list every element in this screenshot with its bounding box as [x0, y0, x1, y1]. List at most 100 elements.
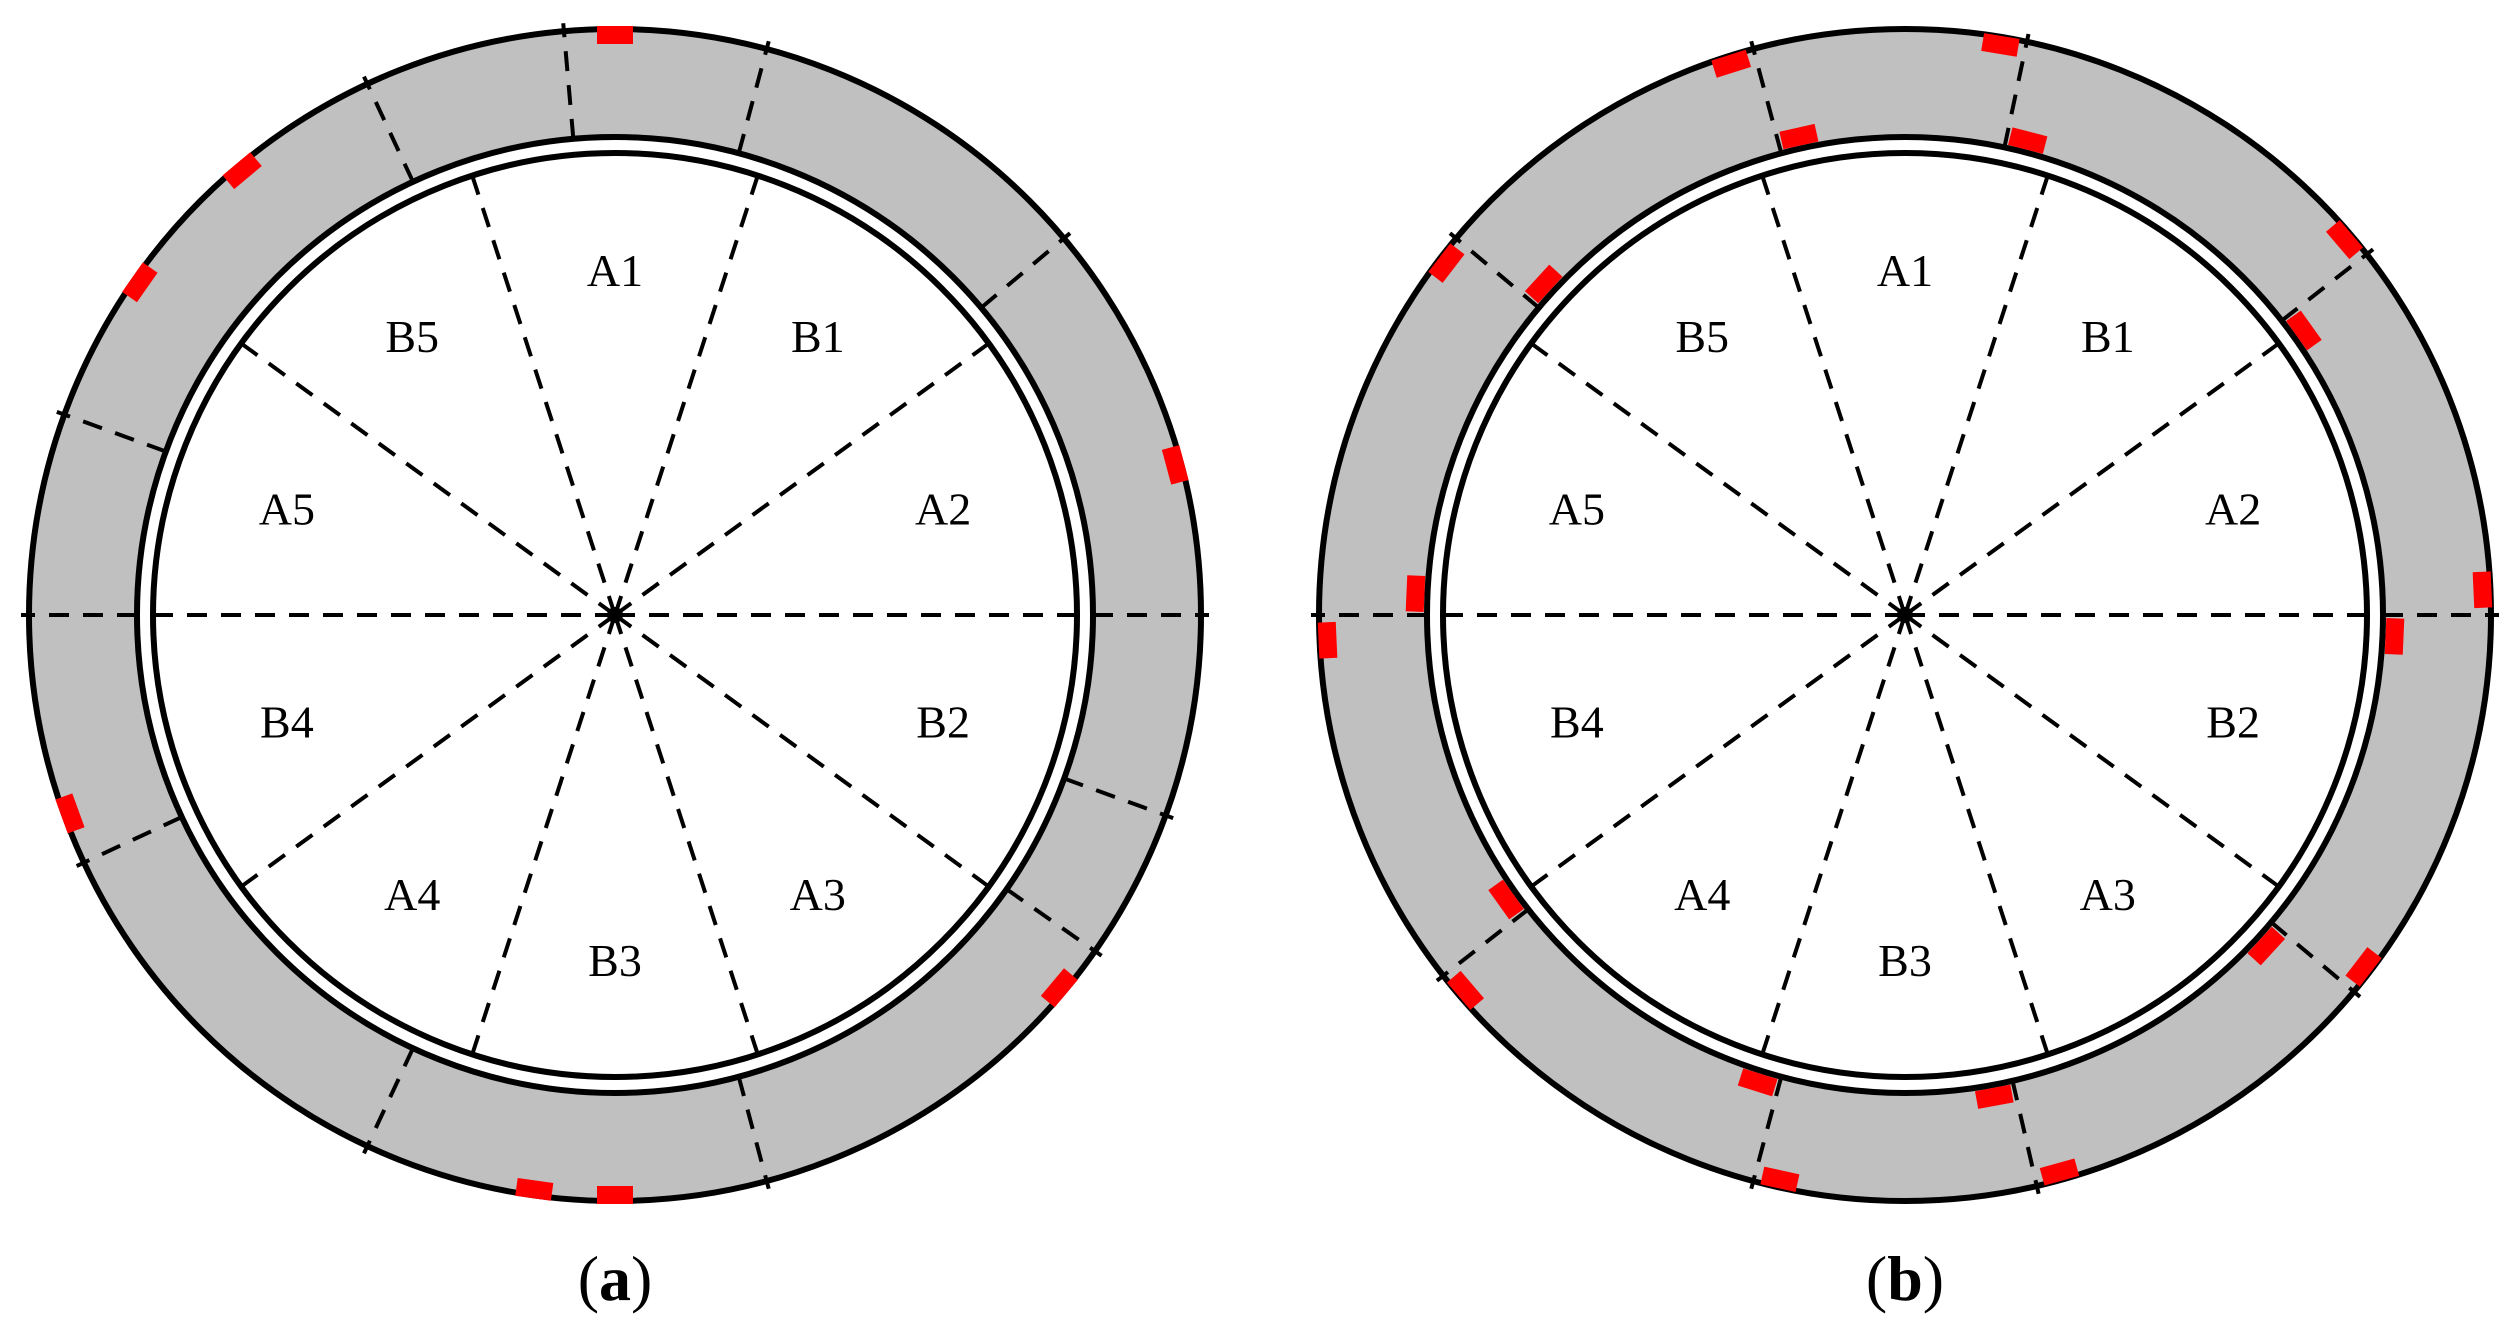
sector-divider-line — [613, 341, 990, 617]
red-marker — [1161, 445, 1189, 485]
sector-divider-line — [613, 614, 760, 1056]
segment-joint-line — [2280, 247, 2375, 323]
red-marker — [1040, 968, 1078, 1008]
sector-label-b1: B1 — [791, 311, 845, 362]
sector-label-a1: A1 — [587, 245, 643, 296]
caption-a: (a) — [578, 1243, 653, 1314]
red-marker — [1779, 123, 1819, 150]
sector-label-b4: B4 — [260, 697, 314, 748]
red-marker — [2384, 617, 2405, 655]
red-marker — [1524, 264, 1563, 304]
red-marker — [2039, 1158, 2080, 1186]
caption-open-paren-b: ( — [1866, 1243, 1887, 1314]
sector-divider-line — [1903, 174, 2050, 616]
sector-label-a3: A3 — [790, 869, 846, 920]
sector-label-a2: A2 — [2205, 483, 2261, 534]
center-point-a — [607, 607, 623, 623]
segment-joint-line — [1063, 776, 1174, 821]
red-marker — [515, 1177, 554, 1201]
red-marker — [1446, 970, 1485, 1010]
sector-divider-line — [1903, 341, 2280, 617]
sector-label-a4: A4 — [1674, 869, 1730, 920]
red-marker — [2008, 127, 2048, 154]
sector-divider-line — [613, 613, 990, 889]
sector-label-b5: B5 — [1675, 311, 1729, 362]
segment-joint-line — [1448, 231, 1541, 310]
red-marker — [2286, 310, 2322, 351]
sector-divider-line — [1903, 614, 2050, 1056]
sector-divider-line — [240, 341, 617, 617]
red-marker — [1428, 243, 1465, 283]
sector-label-a5: A5 — [1549, 483, 1605, 534]
caption-letter-b: b — [1887, 1243, 1923, 1314]
sector-label-a4: A4 — [384, 869, 440, 920]
red-marker — [2472, 571, 2493, 609]
red-marker — [2325, 220, 2364, 260]
segment-joint-line — [362, 1047, 415, 1155]
segment-joint-line — [2002, 33, 2031, 148]
red-marker — [1981, 33, 2020, 57]
sector-label-b2: B2 — [2206, 697, 2260, 748]
sector-label-b3: B3 — [1878, 935, 1932, 986]
sector-divider-line — [1760, 174, 1907, 616]
sector-label-b3: B3 — [588, 935, 642, 986]
sector-label-b1: B1 — [2081, 311, 2135, 362]
red-marker — [122, 262, 158, 303]
center-point-b — [1897, 607, 1913, 623]
segment-joint-line — [979, 231, 1072, 310]
segment-joint-line — [2269, 920, 2362, 999]
red-marker — [55, 793, 85, 834]
sector-divider-line — [1903, 613, 2280, 889]
red-marker — [597, 26, 633, 44]
sector-label-a5: A5 — [259, 483, 315, 534]
segment-joint-line — [2010, 1080, 2041, 1195]
red-marker — [1405, 575, 1426, 613]
red-marker — [1488, 879, 1524, 920]
sector-divider-line — [1760, 614, 1907, 1056]
segment-joint-line — [1749, 40, 1784, 154]
red-marker — [1974, 1084, 2014, 1109]
segment-joint-line — [56, 409, 167, 454]
caption-close-paren-b: ) — [1923, 1243, 1944, 1314]
segment-joint-line — [561, 23, 576, 139]
caption-b: (b) — [1866, 1243, 1944, 1314]
sector-label-b2: B2 — [916, 697, 970, 748]
sector-divider-line — [1530, 613, 1907, 889]
segment-joint-line — [362, 75, 415, 183]
sector-dividers-a — [153, 174, 1077, 1056]
red-markers-a — [55, 26, 1189, 1204]
sector-divider-line — [470, 614, 617, 1056]
sector-label-b4: B4 — [1550, 697, 1604, 748]
red-marker — [1711, 49, 1752, 78]
segment-joint-line — [736, 1076, 771, 1190]
sector-label-a3: A3 — [2080, 869, 2136, 920]
segment-joints-b — [1311, 33, 2499, 1195]
red-marker — [2247, 926, 2286, 966]
caption-letter-a: a — [599, 1243, 631, 1314]
sector-label-a1: A1 — [1877, 245, 1933, 296]
sector-divider-line — [470, 174, 617, 616]
red-markers-b — [1317, 33, 2493, 1192]
red-marker — [2345, 947, 2382, 987]
segment-joint-line — [75, 815, 183, 868]
segment-joint-line — [1005, 887, 1103, 958]
segment-joint-line — [1749, 1076, 1784, 1190]
segment-joints-a — [21, 23, 1209, 1190]
sector-label-b5: B5 — [385, 311, 439, 362]
segment-joint-line — [1435, 907, 1530, 983]
caption-open-paren-a: ( — [578, 1243, 599, 1314]
caption-close-paren-a: ) — [631, 1243, 652, 1314]
sector-divider-line — [240, 613, 617, 889]
sector-label-a2: A2 — [915, 483, 971, 534]
sector-divider-line — [613, 174, 760, 616]
red-marker — [1760, 1166, 1800, 1192]
red-marker — [222, 152, 262, 190]
red-marker — [1737, 1068, 1778, 1097]
segment-joint-line — [736, 40, 771, 154]
red-marker — [597, 1186, 633, 1204]
